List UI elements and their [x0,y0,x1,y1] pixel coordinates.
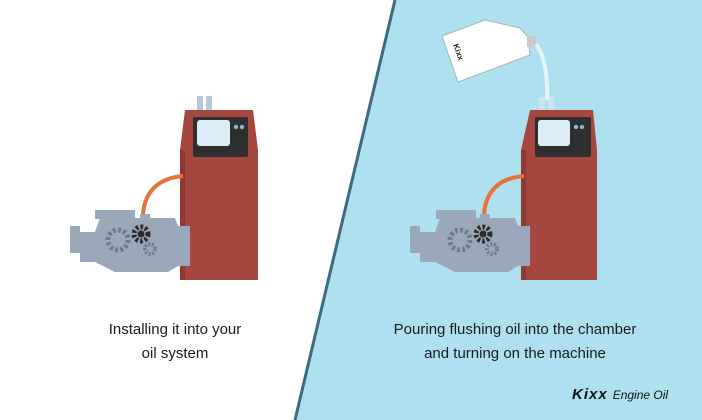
caption-install-line2: oil system [141,345,209,362]
caption-pour: Pouring flushing oil into the chamber an… [350,318,680,366]
caption-pour-line1: Pouring flushing oil into the chamber [393,321,637,338]
oil-bottle: Kixx [441,19,550,101]
oil-hose-right [482,174,525,215]
logo-product: Engine Oil [612,388,669,402]
panel-divider [293,0,397,420]
caption-pour-line2: and turning on the machine [424,345,606,362]
caption-install-line1: Installing it into your [108,321,242,338]
oil-hose-left [141,174,184,215]
logo-brand: Kixx [572,386,608,403]
engine-right [410,210,530,272]
flushing-machine-left [180,96,258,280]
oil-stream [534,42,550,101]
right-panel-background [295,0,702,420]
flushing-machine-right [521,97,597,280]
kixx-logo: Kixx Engine Oil [572,386,668,403]
caption-install: Installing it into your oil system [60,318,290,366]
engine-left [70,210,190,272]
